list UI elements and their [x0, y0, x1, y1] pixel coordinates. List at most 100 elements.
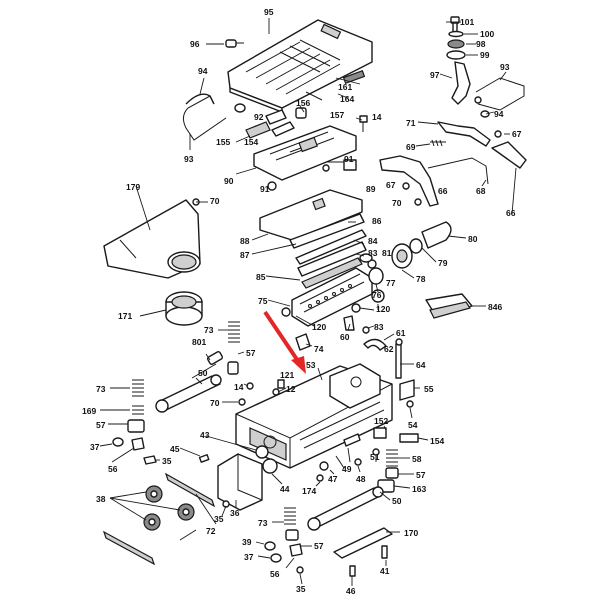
label-71: 71	[406, 118, 416, 128]
label-60: 60	[340, 332, 350, 342]
part-80-belt	[421, 221, 452, 249]
part-98-nut	[447, 39, 465, 49]
part-152-plate	[373, 427, 387, 439]
label-39: 39	[242, 537, 252, 547]
part-91-screw-b	[267, 181, 277, 191]
part-79-washer	[409, 238, 423, 254]
label-93-right: 93	[500, 62, 510, 72]
part-76-bearing	[371, 289, 385, 303]
label-43: 43	[200, 430, 210, 440]
part-67-pin-a	[494, 130, 502, 138]
label-62: 62	[384, 344, 394, 354]
part-97-lever	[451, 61, 471, 105]
label-44: 44	[280, 484, 290, 494]
part-89-bracket	[343, 159, 357, 171]
part-35-screw-a	[143, 455, 157, 465]
label-98: 98	[476, 39, 486, 49]
label-50-bottom: 50	[392, 496, 402, 506]
part-93-rod-left	[182, 95, 227, 141]
part-39-bushing	[264, 541, 276, 551]
label-171: 171	[118, 311, 132, 321]
part-100-washer	[448, 30, 464, 38]
label-99: 99	[480, 50, 490, 60]
label-81: 81	[382, 248, 392, 258]
label-90: 90	[224, 176, 234, 186]
part-57-block-a	[227, 361, 239, 375]
leader-lines	[99, 21, 517, 586]
label-73-bottom: 73	[258, 518, 268, 528]
label-57-top: 57	[246, 348, 256, 358]
label-85: 85	[256, 272, 266, 282]
label-66-right: 66	[506, 208, 516, 218]
part-54-screw	[406, 400, 414, 408]
label-55: 55	[424, 384, 434, 394]
label-75: 75	[258, 296, 268, 306]
label-96: 96	[190, 39, 200, 49]
label-67-left: 67	[386, 180, 396, 190]
label-70-mid: 70	[210, 398, 220, 408]
part-170-strip	[333, 527, 393, 559]
part-47-knob	[319, 461, 329, 471]
part-171-adapter	[165, 291, 203, 326]
part-93-rod-right	[475, 77, 525, 111]
part-179-chute	[103, 199, 201, 279]
label-77: 77	[386, 278, 396, 288]
label-91-screw: 91	[260, 184, 270, 194]
label-152: 152	[374, 416, 388, 426]
part-labels: 95 96 101 100 98 99 97 93 94 94 93 92 16…	[82, 7, 522, 596]
label-37-bottom: 37	[244, 552, 254, 562]
part-68-rod	[427, 157, 489, 185]
part-801-rod	[191, 363, 217, 379]
label-57-left: 57	[96, 420, 106, 430]
part-14-screw-top	[359, 115, 368, 132]
part-56-clip-b	[289, 543, 303, 557]
label-47: 47	[328, 474, 338, 484]
label-179: 179	[126, 182, 140, 192]
label-68: 68	[476, 186, 486, 196]
label-51: 51	[370, 452, 380, 462]
label-46: 46	[346, 586, 356, 596]
part-87-strip	[289, 213, 365, 249]
label-54: 54	[408, 420, 418, 430]
part-48-pin	[335, 455, 345, 469]
part-37-bushing-a	[112, 437, 124, 447]
part-155-block	[271, 121, 295, 137]
label-169: 169	[82, 406, 96, 416]
label-64: 64	[416, 360, 426, 370]
label-37-top: 37	[90, 442, 100, 452]
part-77-bearing	[368, 267, 384, 285]
label-41: 41	[380, 566, 390, 576]
label-83-top: 83	[368, 248, 378, 258]
label-36: 36	[230, 508, 240, 518]
label-49: 49	[342, 464, 352, 474]
part-61-clip	[363, 338, 387, 351]
label-92: 92	[254, 112, 264, 122]
part-95-top-cover	[227, 19, 373, 113]
label-91: 91	[344, 154, 354, 164]
part-46-screw	[349, 565, 356, 577]
label-83-mid: 83	[374, 322, 384, 332]
part-38-cogs	[143, 485, 195, 531]
label-73-top: 73	[204, 325, 214, 335]
part-120-screw-b	[351, 303, 361, 313]
label-94-right: 94	[494, 109, 504, 119]
part-43-bushing	[255, 445, 269, 459]
part-36-cover	[217, 453, 263, 511]
part-169-spring	[132, 405, 144, 415]
part-66-link-right	[491, 141, 527, 169]
part-164-pin	[305, 91, 323, 101]
part-86-strip	[295, 229, 367, 265]
part-91-nut-a	[322, 164, 330, 172]
part-78-pulley	[391, 243, 413, 269]
part-846-blade-kit	[425, 293, 473, 319]
label-121: 121	[280, 370, 294, 380]
part-51-screw	[372, 448, 380, 456]
label-57-right: 57	[416, 470, 426, 480]
label-155: 155	[216, 137, 230, 147]
part-45-screw	[198, 454, 210, 463]
part-50-roller-bottom	[307, 486, 384, 531]
highlight-arrow	[263, 310, 306, 374]
part-70-screw-c	[238, 398, 246, 406]
label-35-bottom: 35	[296, 584, 306, 594]
